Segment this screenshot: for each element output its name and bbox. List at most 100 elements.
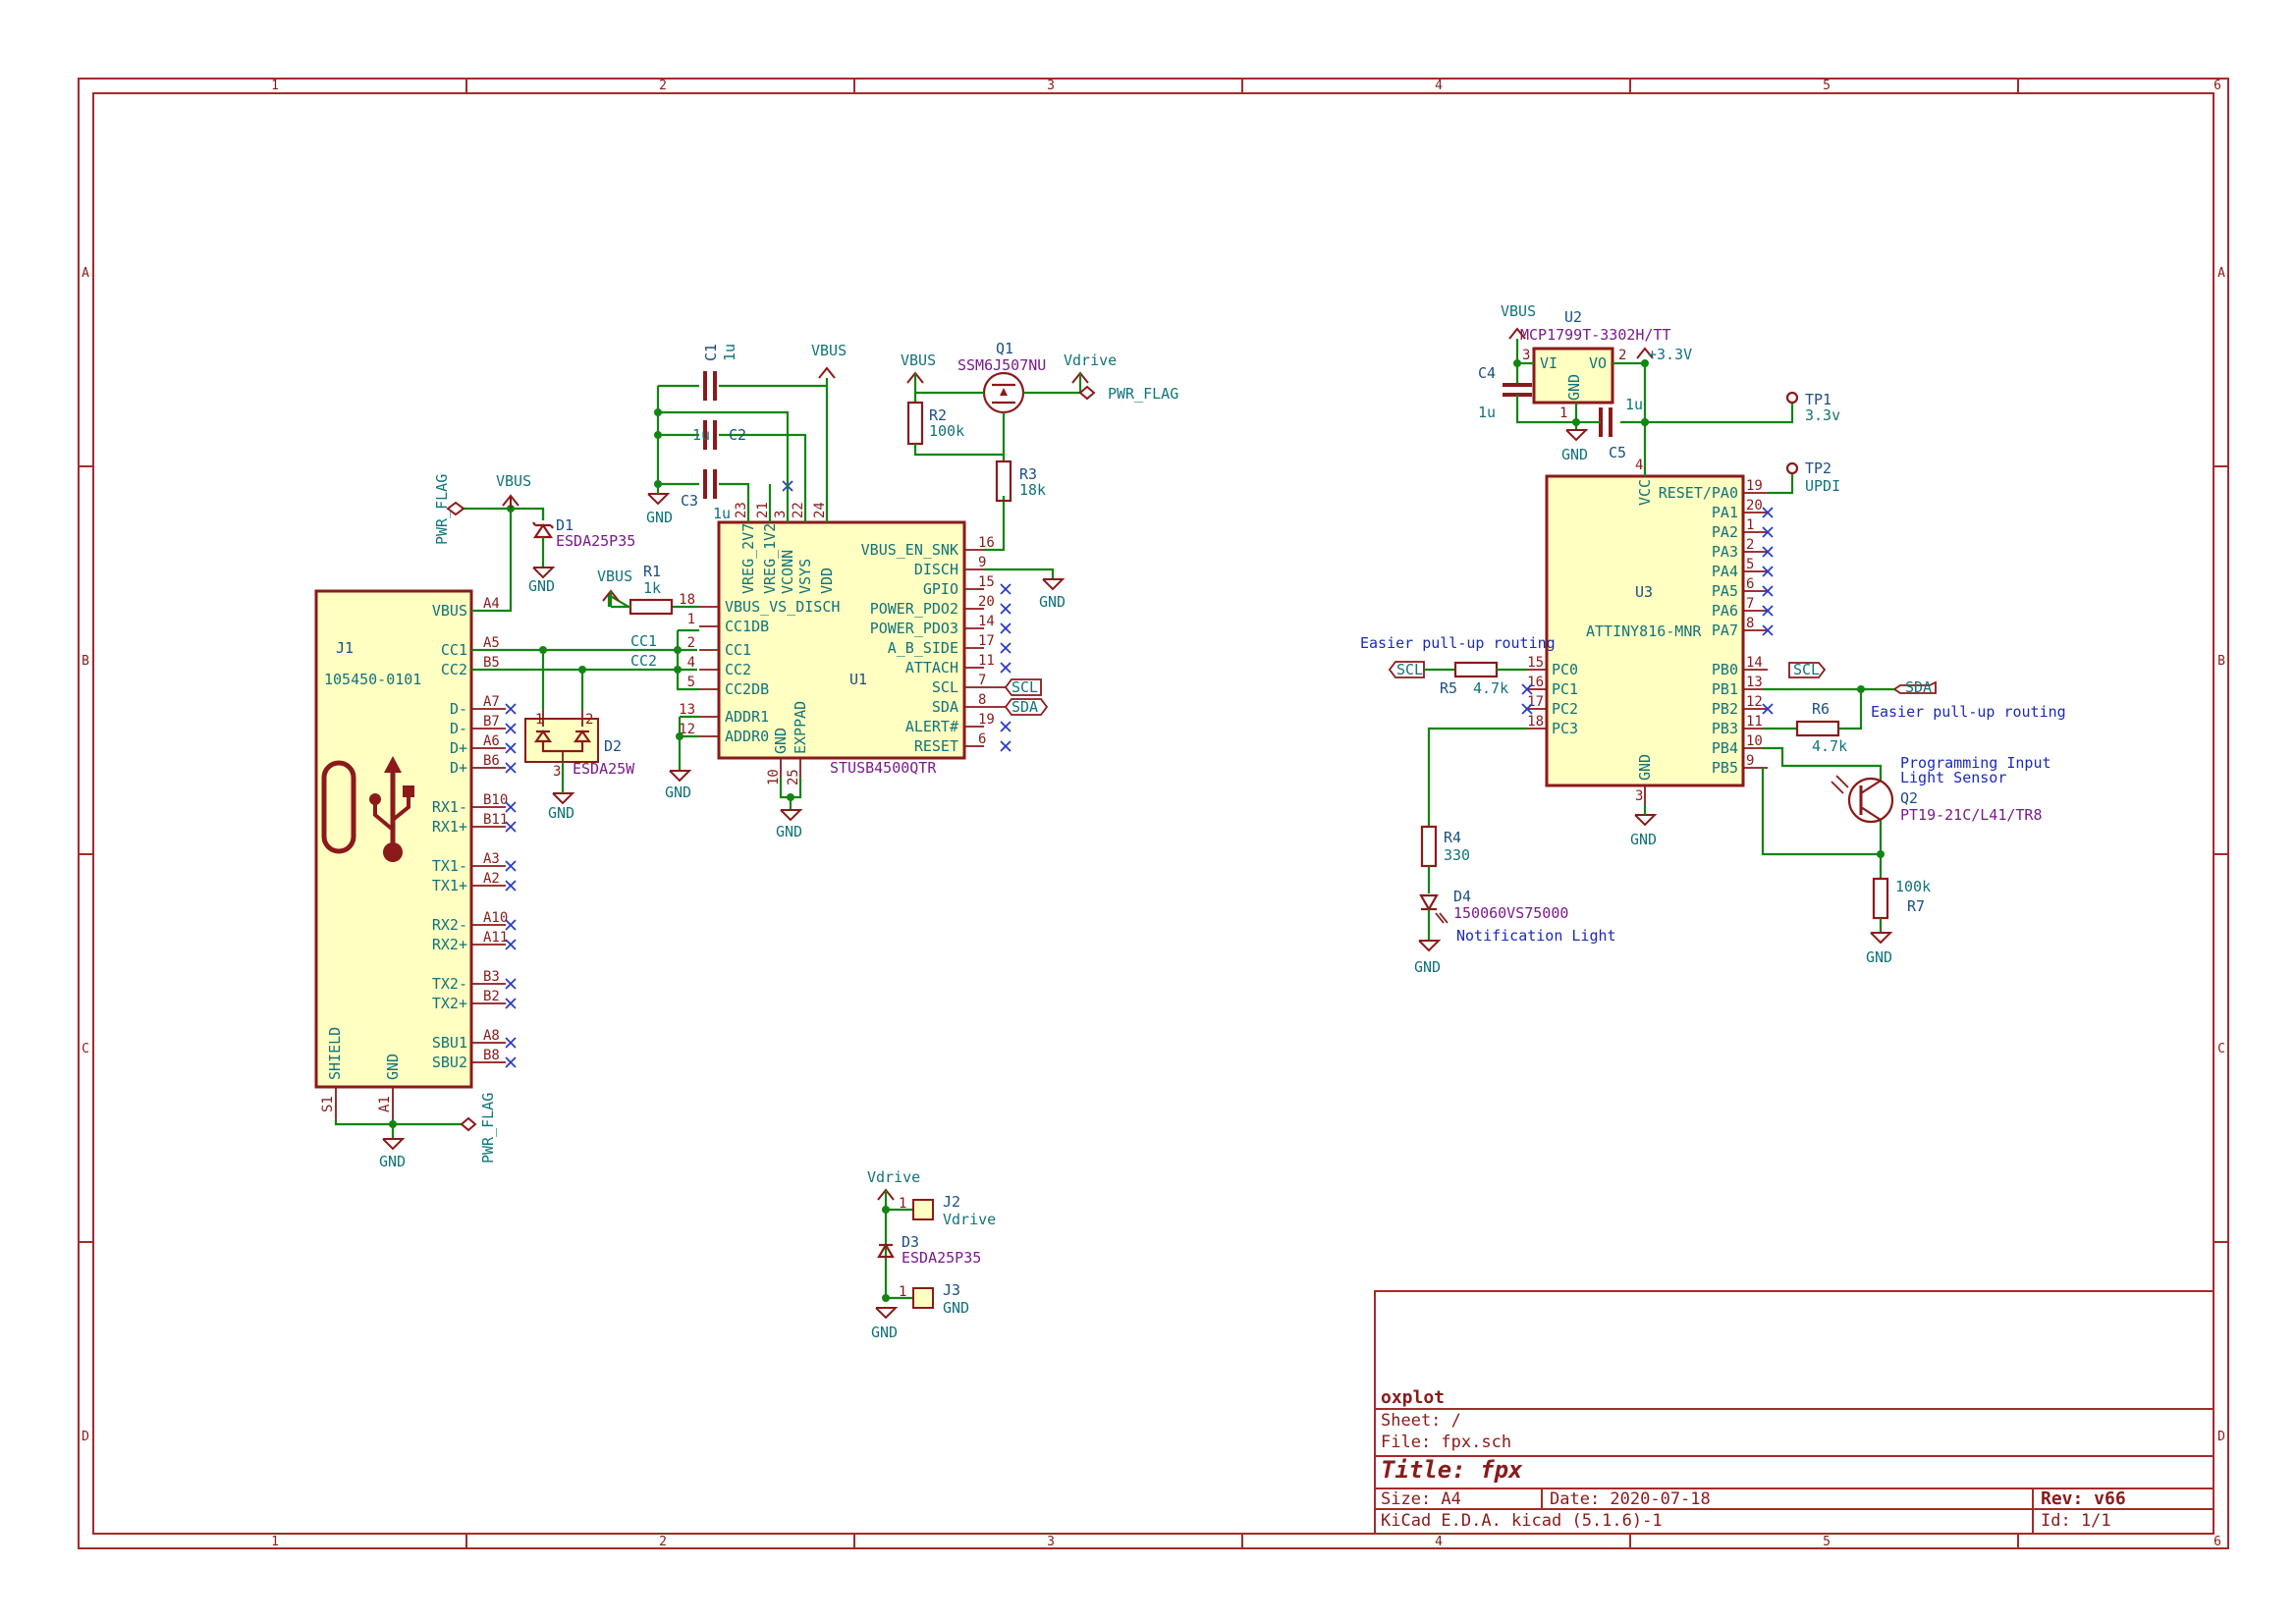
d1-ref: D1 [556,516,574,534]
j2-ref: J2 [943,1193,960,1211]
v33-label: +3.3V [1648,346,1692,363]
u3-right-pin-name: PB3 [1712,720,1738,737]
scl-text-u3: SCL [1396,661,1423,678]
u3-pin-gnd: 3 [1635,788,1643,804]
c3-value: 1u [713,505,731,522]
no-connect-flag [1762,624,1774,636]
j1-pin-number: A11 [483,930,508,946]
u1-right-pin-name: SCL [932,678,958,696]
j1-pin-number: B10 [483,792,508,808]
r2-value: 100k [929,422,964,440]
d1-tvs-diode: D1 ESDA25P35 GND [528,509,635,595]
q2-note2: Light Sensor [1900,769,2006,786]
frame-col-6-bottom: 6 [2214,1535,2221,1549]
j1-pin-name: TX2- [432,975,467,993]
tb-rev: Rev: v66 [2041,1488,2126,1509]
d1-value: ESDA25P35 [556,532,635,550]
frame-col-4-top: 4 [1435,79,1443,93]
pwr-flag-q1-label: PWR_FLAG [1108,385,1178,403]
no-connect-flag [1762,703,1774,715]
u3-left-pin-name: PC0 [1552,661,1578,678]
r4-value: 330 [1444,846,1470,864]
q1-value: SSM6J507NU [957,356,1046,374]
u1-right-pin-number: 11 [978,653,995,669]
c2-value: 1u [692,426,710,444]
j1-pin-name: D- [450,700,467,718]
j3-pin: 1 [899,1284,906,1300]
u3-right-pin-number: 13 [1746,675,1763,690]
u3-right-pin-number: 20 [1746,498,1763,514]
j1-pin-name: RX1+ [432,818,467,836]
c5-ref: C5 [1609,444,1626,461]
j1-pin-number: B3 [483,969,500,985]
no-connect-flag [505,939,517,950]
no-connect-flag [505,723,517,734]
tp1-ref: TP1 [1805,391,1831,408]
j1-pin-number: A8 [483,1028,500,1044]
no-connect-flag [1762,585,1774,597]
wires-u1-bottom: GND [776,778,803,840]
u3-right-pin-name: PA3 [1712,543,1738,561]
no-connect-flag [1521,683,1533,695]
u1-left-pin-number: 2 [687,635,695,651]
j1-pin-name: D+ [450,759,467,777]
d2-pin-1: 1 [535,712,543,728]
tb-title: Title: fpx [1381,1456,1523,1484]
u1-right-pin-number: 20 [978,594,995,610]
u3-left-pin-number: 17 [1527,694,1544,710]
tb-company: oxplot [1381,1387,1445,1408]
tb-tool: KiCad E.D.A. kicad (5.1.6)-1 [1381,1511,1663,1531]
pullup-note-right: Easier pull-up routing [1871,703,2066,721]
u3-right-pin-name: PB4 [1712,739,1738,757]
wires-u1-top [647,378,829,522]
u1-value: STUSB4500QTR [830,759,937,777]
u3-left-pin-name: PC3 [1552,720,1578,737]
u1-ref: U1 [849,671,867,688]
u3-right-pin-name: PB1 [1712,680,1738,698]
no-connect-flag [1000,740,1011,752]
sda-text-u1: SDA [1011,698,1038,716]
no-connect-flag [505,919,517,931]
usb-c-receptacle-icon [321,760,356,854]
j1-pin-number: A2 [483,871,500,887]
d4-note: Notification Light [1456,927,1616,945]
r1-ref: R1 [643,563,661,580]
c1-capacitor: C1 1u [702,344,738,401]
j1-pin-name: TX1+ [432,877,467,894]
j1-pin-number: A4 [483,596,500,612]
frame-col-5-top: 5 [1823,79,1831,93]
c1-ref: C1 [702,344,720,361]
u1-top-pin-number: 24 [812,502,828,518]
q2-ref: Q2 [1900,789,1918,807]
u1-bottom-pin-number: 10 [766,769,782,785]
u3-left-pin-name: PC2 [1552,700,1578,718]
u1-right-pin-number: 8 [978,692,986,708]
sda-text-u3: SDA [1905,678,1932,696]
j1-pin-number: A10 [483,910,508,926]
tb-size: Size: A4 [1381,1489,1461,1509]
title-block: oxplot Sheet: / File: fpx.sch Title: fpx… [1374,1290,2214,1535]
gnd-label-u3: GND [1630,831,1657,848]
u1-left-pin-number: 5 [687,675,695,690]
wires-u3-left: SCL R5 4.7k Easier pull-up routing R4 33… [1360,634,1616,976]
scl-label-u1 [984,678,1042,696]
j1-pin-number: A3 [483,851,500,867]
u1-left-pin-number: 18 [679,592,695,608]
u1-right-pin-name: DISCH [914,561,958,578]
frame-col-1-top: 1 [271,79,279,93]
u1-right-pin-name: VBUS_EN_SNK [861,541,958,559]
c4-value: 1u [1478,404,1496,421]
pullup-note-left: Easier pull-up routing [1360,634,1556,652]
u3-gnd-label: GND [1636,754,1654,781]
u1-right-pin-name: RESET [914,737,958,755]
no-connect-flag [1521,703,1533,715]
d3-value: ESDA25P35 [902,1249,981,1267]
vbus-symbol-j1: VBUS [496,472,531,509]
no-connect-flag [1000,603,1011,615]
r4-ref: R4 [1444,829,1461,846]
frame-col-1-bottom: 1 [271,1535,279,1549]
frame-col-2-bottom: 2 [659,1535,667,1549]
no-connect-flag [1000,642,1011,654]
u3-right-pin-name: PA5 [1712,582,1738,600]
u1-left-pin-name: CC2DB [725,680,769,698]
